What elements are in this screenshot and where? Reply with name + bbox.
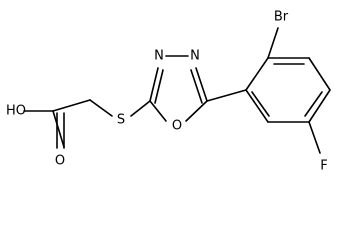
molecule-canvas: Br HO O S N N O F: [5, 9, 331, 174]
bond-c2-n3-double: [154, 69, 164, 104]
bond-phenyl-4: [308, 89, 331, 123]
bond-c5-o1: [185, 100, 208, 122]
bond-n4-c5-double: [190, 69, 203, 104]
atom-label-ho: HO: [6, 104, 26, 119]
bond-ch2-s: [89, 99, 113, 117]
atom-label-layer: Br HO O S N N O F: [6, 10, 328, 174]
bond-phenyl-f: [308, 121, 321, 154]
bond-s-c2: [130, 100, 151, 117]
bond-phenyl-1: [245, 57, 269, 91]
bond-o1-c2: [149, 100, 167, 122]
bond-layer: [23, 27, 331, 154]
bond-phenyl-3: [308, 57, 331, 91]
atom-label-n2: N: [190, 49, 200, 64]
bond-c-o-single-up: [52, 110, 65, 148]
bond-n4-c5: [195, 67, 208, 102]
atom-label-o-carbonyl: O: [55, 154, 65, 169]
atom-label-s: S: [117, 113, 125, 128]
bond-phenyl-6: [245, 89, 269, 123]
atom-label-o-ring: O: [172, 119, 182, 134]
atom-label-n1: N: [154, 49, 164, 64]
bond-oxadiazole-phenyl: [206, 89, 247, 102]
atom-label-br: Br: [274, 10, 289, 25]
bond-c2-n3: [149, 67, 159, 102]
bond-carboxyl-ch2: [52, 99, 91, 112]
atom-label-f: F: [320, 159, 327, 174]
bond-phenyl-inner-b: [304, 91, 323, 117]
bond-phenyl-br: [267, 27, 279, 59]
molecule-structure-diagram: Br HO O S N N O F: [6, 10, 331, 174]
bond-phenyl-inner-c: [251, 91, 270, 117]
